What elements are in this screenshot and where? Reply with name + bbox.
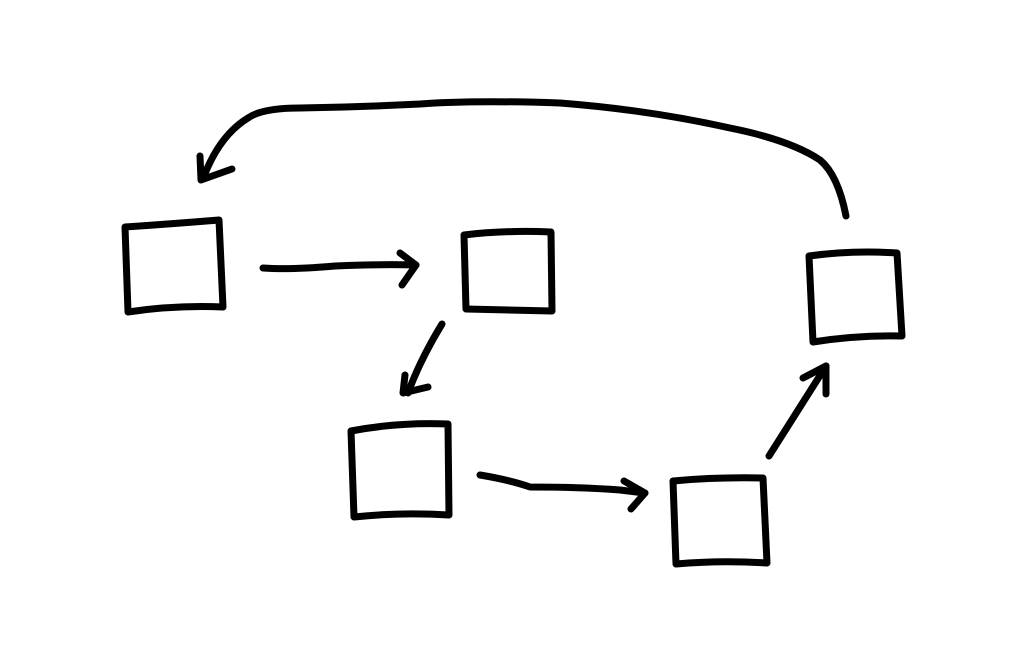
edge-box-2-to-box-3 <box>399 320 446 397</box>
node-box-1 <box>121 216 227 316</box>
edge-box-4-to-box-5 <box>765 362 830 460</box>
node-box-4 <box>669 474 771 568</box>
edge-box-5-to-box-1 <box>196 98 850 220</box>
node-box-2 <box>460 227 556 315</box>
edge-box-1-to-box-2 <box>259 249 420 289</box>
node-box-3 <box>347 420 453 521</box>
node-box-5 <box>805 248 906 346</box>
edge-box-3-to-box-4 <box>476 471 649 513</box>
